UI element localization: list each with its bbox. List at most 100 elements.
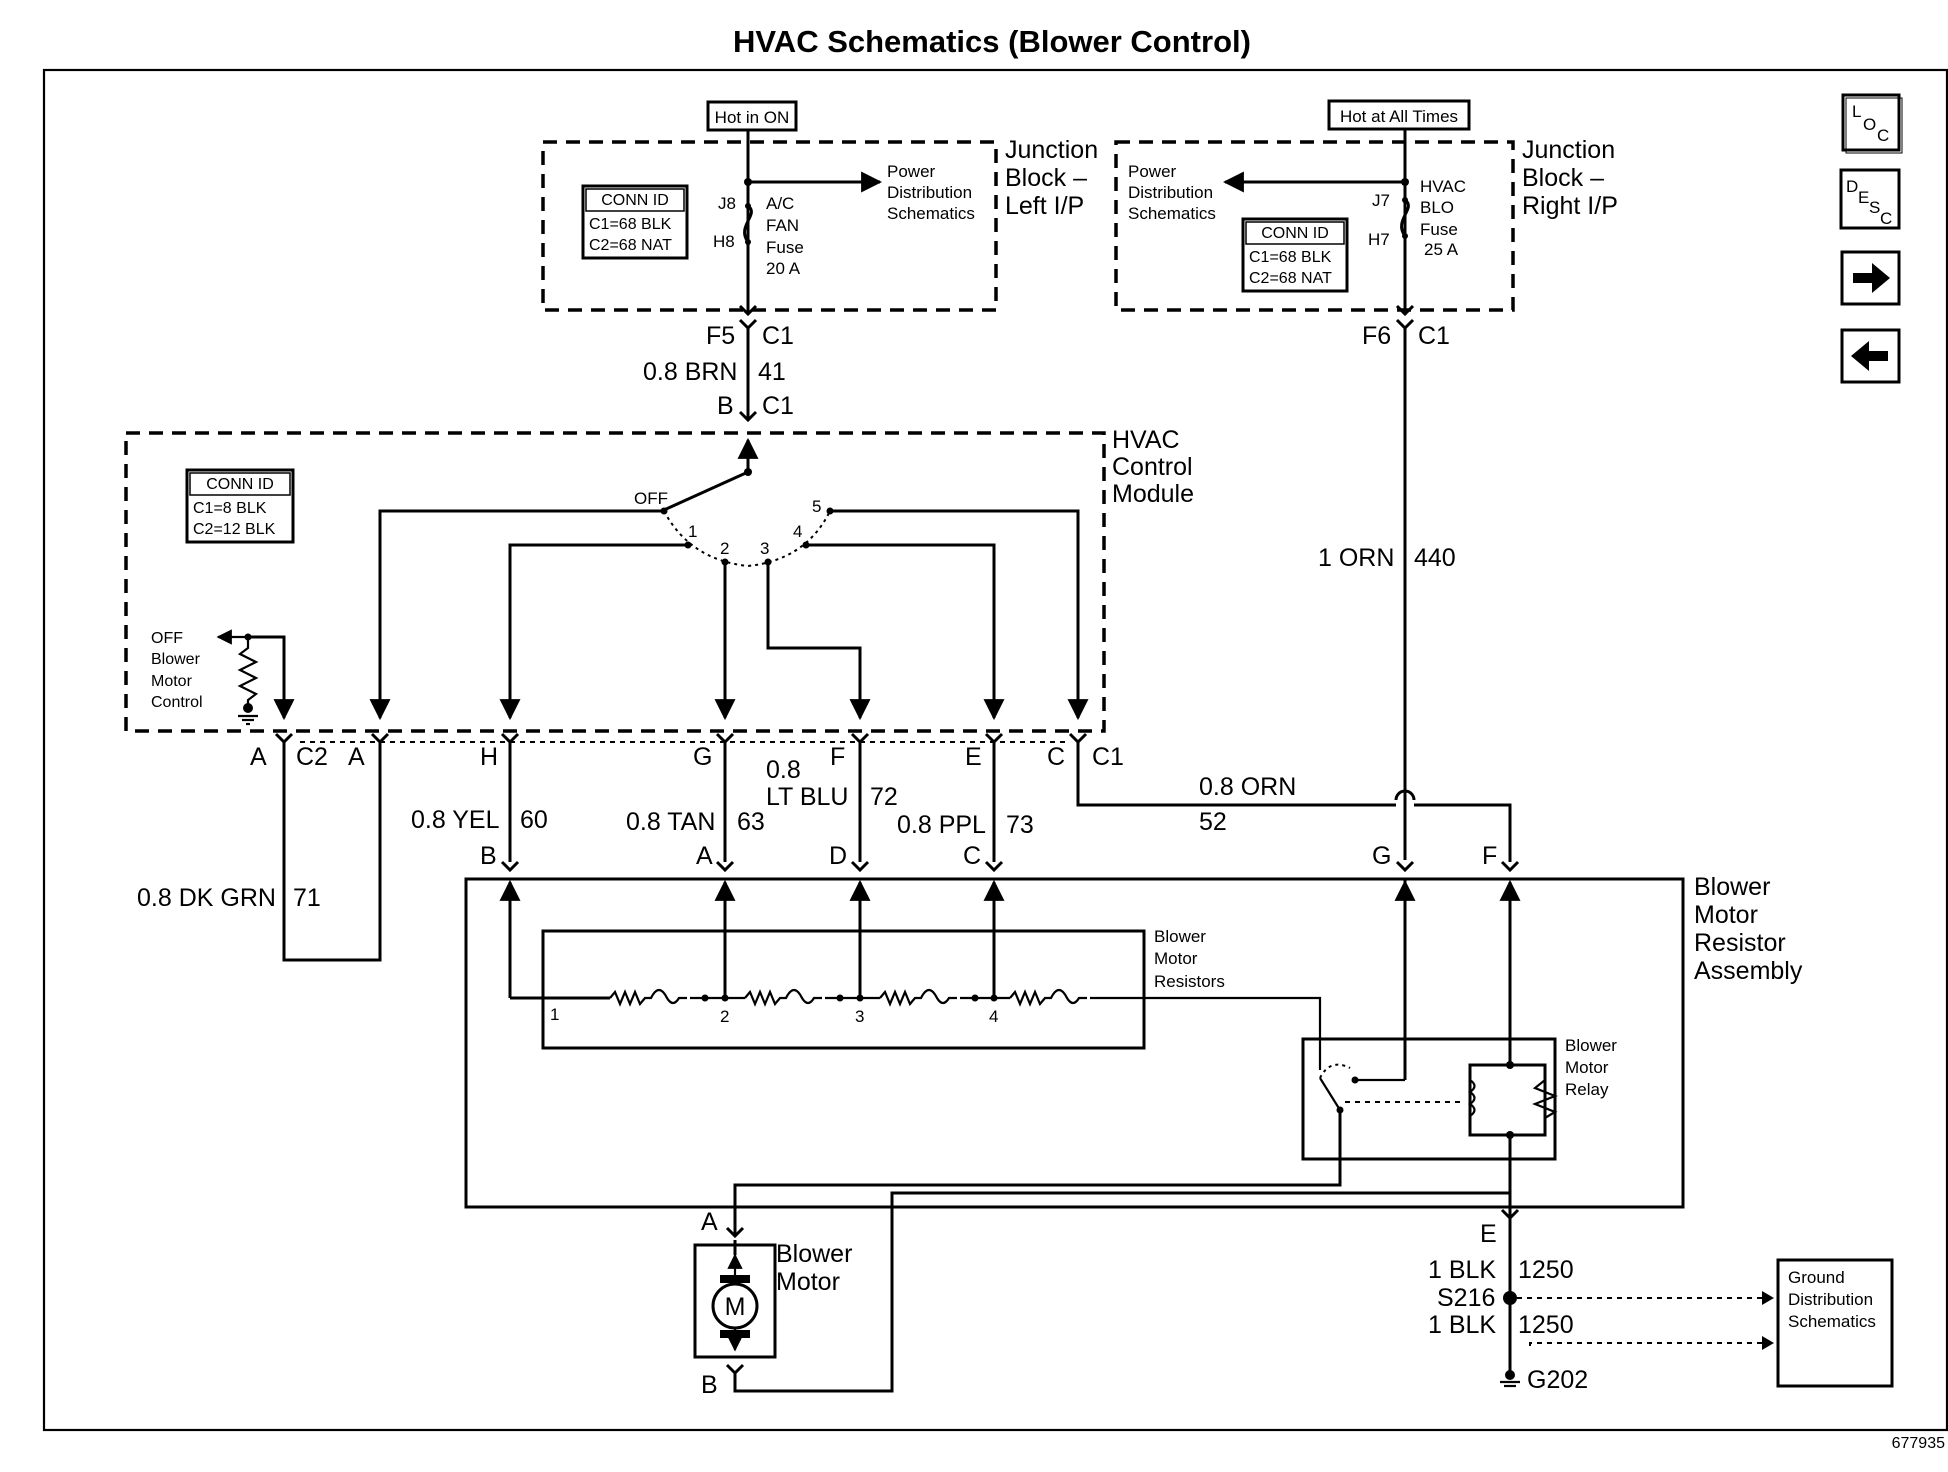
loc-button[interactable]: L O C <box>1841 93 1903 154</box>
conn-id-header: CONN ID <box>601 192 669 209</box>
dist-label-line2: Distribution <box>887 183 972 202</box>
svg-text:1250: 1250 <box>1518 1311 1574 1339</box>
wire-brn-color: 0.8 BRN <box>643 358 737 386</box>
fuse-right-line4: 25 A <box>1424 240 1459 259</box>
hvac-control-module: HVAC Control Module CONN ID C1=8 BLK C2=… <box>124 426 1194 733</box>
junction-block-right: Hot at All Times J7 H7 HVAC BLO Fuse 25 … <box>1114 99 1618 317</box>
svg-text:C2=12 BLK: C2=12 BLK <box>193 521 276 538</box>
svg-text:HVAC: HVAC <box>1112 426 1180 454</box>
svg-text:CONN ID: CONN ID <box>206 476 274 493</box>
svg-text:Assembly: Assembly <box>1694 957 1803 985</box>
svg-text:3: 3 <box>855 1007 864 1026</box>
desc-button[interactable]: D E S C <box>1839 168 1901 230</box>
svg-text:60: 60 <box>520 806 548 834</box>
svg-text:2: 2 <box>720 539 729 558</box>
svg-text:1: 1 <box>688 522 697 541</box>
svg-text:1250: 1250 <box>1518 1256 1574 1284</box>
svg-text:F5: F5 <box>706 322 735 350</box>
next-page-button[interactable] <box>1840 250 1901 306</box>
ground-circuit: E 1 BLK 1250 S216 1 BLK 1250 G202 Ground… <box>1428 1208 1894 1394</box>
svg-text:Motor: Motor <box>776 1268 840 1296</box>
svg-text:S216: S216 <box>1437 1284 1495 1312</box>
svg-text:OFF: OFF <box>151 630 183 647</box>
fuse-right-line1: HVAC <box>1420 177 1466 196</box>
svg-text:4: 4 <box>793 522 802 541</box>
svg-text:G: G <box>693 743 712 771</box>
svg-text:A: A <box>696 842 713 870</box>
svg-text:D: D <box>829 842 847 870</box>
svg-text:Power: Power <box>1128 162 1177 181</box>
fuse-right-line2: BLO <box>1420 198 1454 217</box>
svg-text:C2=68 NAT: C2=68 NAT <box>1249 270 1332 287</box>
jb-right-name-line3: Right I/P <box>1522 192 1618 220</box>
svg-text:C1: C1 <box>1418 322 1450 350</box>
svg-text:0.8 PPL: 0.8 PPL <box>897 811 986 839</box>
dist-label-line3: Schematics <box>887 204 975 223</box>
svg-text:C1: C1 <box>762 392 794 420</box>
svg-text:F: F <box>1482 842 1497 870</box>
wire-orn-440: F6 C1 1 ORN 440 <box>1318 318 1456 873</box>
wire-orn1-color: 1 ORN <box>1318 544 1394 572</box>
ground-g202: G202 <box>1527 1366 1588 1394</box>
svg-text:Resistors: Resistors <box>1154 972 1225 991</box>
svg-text:Blower: Blower <box>776 1240 852 1268</box>
svg-text:C1: C1 <box>762 322 794 350</box>
blower-motor: A M Blower Motor B <box>693 1191 1510 1399</box>
hot-all-times-label: Hot at All Times <box>1340 107 1458 126</box>
svg-text:A: A <box>348 743 365 771</box>
svg-text:Module: Module <box>1112 480 1194 508</box>
svg-text:Motor: Motor <box>151 673 193 690</box>
hot-in-on-label: Hot in ON <box>715 108 790 127</box>
desc-letter-e: E <box>1858 188 1869 207</box>
page-title: HVAC Schematics (Blower Control) <box>733 24 1251 59</box>
svg-text:C1=68 BLK: C1=68 BLK <box>1249 249 1332 266</box>
arrow-left-icon <box>1851 341 1888 371</box>
svg-text:Motor: Motor <box>1154 949 1198 968</box>
loc-letter-c: C <box>1877 126 1889 145</box>
arrow-right-icon <box>1853 263 1890 293</box>
svg-text:Blower: Blower <box>151 651 201 668</box>
jb-left-name-line3: Left I/P <box>1005 192 1084 220</box>
svg-text:C2: C2 <box>296 743 328 771</box>
loc-letter-o: O <box>1863 115 1876 134</box>
svg-text:Control: Control <box>151 694 203 711</box>
jb-right-name-line1: Junction <box>1522 136 1615 164</box>
svg-text:C1=8 BLK: C1=8 BLK <box>193 500 267 517</box>
svg-text:1 BLK: 1 BLK <box>1428 1256 1496 1284</box>
svg-text:Motor: Motor <box>1565 1058 1609 1077</box>
svg-text:C: C <box>963 842 981 870</box>
svg-text:Blower: Blower <box>1694 873 1770 901</box>
switch-off-label: OFF <box>634 489 668 508</box>
jb-left-name-line1: Junction <box>1005 136 1098 164</box>
svg-text:Blower: Blower <box>1565 1036 1617 1055</box>
svg-text:0.8: 0.8 <box>766 756 801 784</box>
svg-text:LT BLU: LT BLU <box>766 783 848 811</box>
svg-text:F6: F6 <box>1362 322 1391 350</box>
svg-text:1 BLK: 1 BLK <box>1428 1311 1496 1339</box>
wires-to-resistor: 0.8 YEL 60 0.8 TAN 63 0.8 LT BLU 72 0.8 … <box>411 742 1520 873</box>
svg-text:CONN ID: CONN ID <box>1261 225 1329 242</box>
svg-text:Schematics: Schematics <box>1128 204 1216 223</box>
svg-text:Motor: Motor <box>1694 901 1758 929</box>
svg-text:5: 5 <box>812 497 821 516</box>
svg-text:C1: C1 <box>1092 743 1124 771</box>
conn-id-c1: C1=68 BLK <box>589 216 672 233</box>
svg-text:A: A <box>701 1208 718 1236</box>
pin-h8: H8 <box>713 232 735 251</box>
svg-text:C: C <box>1047 743 1065 771</box>
svg-text:71: 71 <box>293 884 321 912</box>
svg-text:4: 4 <box>989 1007 998 1026</box>
pin-h7: H7 <box>1368 230 1390 249</box>
wire-brn-circuit: 41 <box>758 358 786 386</box>
svg-text:Distribution: Distribution <box>1788 1290 1873 1309</box>
svg-text:B: B <box>480 842 497 870</box>
connector-f5-b: F5 C1 0.8 BRN 41 B C1 <box>643 318 794 423</box>
wire-orn1-circuit: 440 <box>1414 544 1456 572</box>
prev-page-button[interactable] <box>1840 328 1901 384</box>
jb-right-name-line2: Block – <box>1522 164 1604 192</box>
svg-text:Relay: Relay <box>1565 1080 1609 1099</box>
svg-text:B: B <box>717 392 734 420</box>
jb-left-name-line2: Block – <box>1005 164 1087 192</box>
svg-text:1: 1 <box>550 1005 559 1024</box>
